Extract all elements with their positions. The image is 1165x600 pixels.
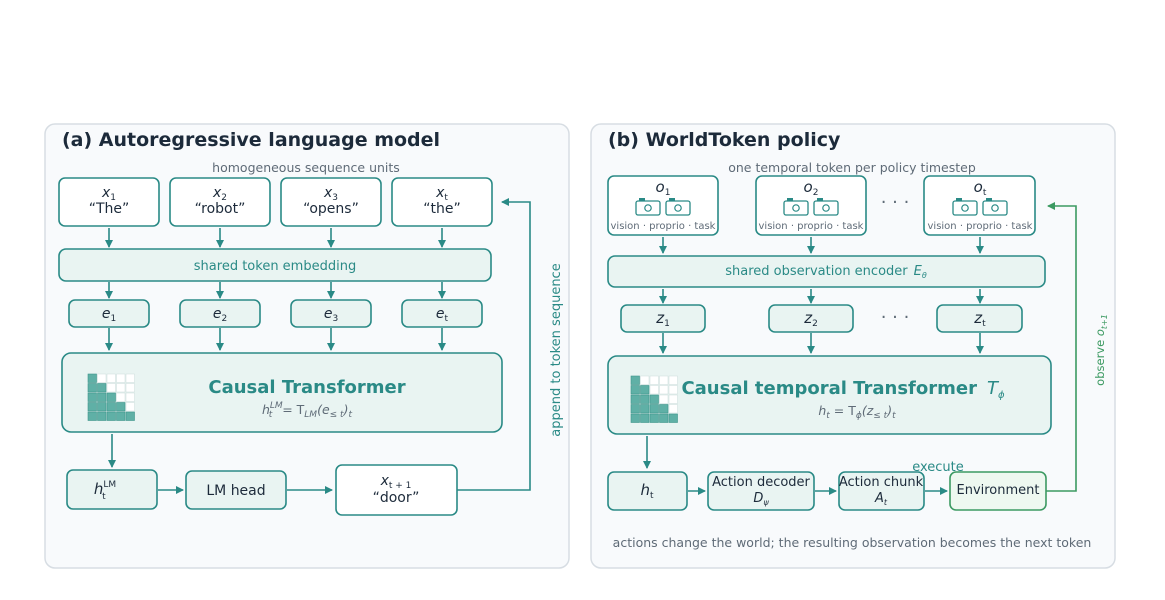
modalities-label: vision · proprio · task: [611, 221, 716, 232]
observation-box-t: ot vision · proprio · task: [923, 175, 1036, 236]
observe-loop-arrow: [1046, 202, 1077, 492]
observation-box-1: o1 vision · proprio · task: [607, 175, 719, 236]
causal-mask-icon: [630, 375, 678, 423]
environment-label: Environment: [956, 483, 1039, 498]
panel-b: (b) WorldToken policy one temporal token…: [590, 123, 1116, 569]
svg-text:z1: z1: [655, 309, 670, 329]
svg-text:xt: xt: [435, 185, 448, 203]
shared-encoder-box: [607, 255, 1046, 288]
camera-icon: [783, 198, 839, 216]
modalities-label: vision · proprio · task: [928, 221, 1033, 232]
embed-box-1: e1: [68, 299, 150, 328]
observe-loop-label: observe ot+1: [1093, 314, 1109, 386]
svg-text:o2: o2: [804, 178, 819, 198]
modalities-label: vision · proprio · task: [759, 221, 864, 232]
causal-transformer-box: [61, 352, 503, 433]
policy-hidden-box: ht: [607, 471, 688, 511]
temporal-transformer-box: [607, 355, 1052, 435]
token-box-t: xt “the”: [391, 177, 493, 227]
token-word-1: “The”: [89, 201, 130, 217]
panel-b-footer: actions change the world; the resulting …: [613, 535, 1092, 550]
svg-text:x3: x3: [323, 185, 338, 203]
embed-box-2: e2: [179, 299, 261, 328]
latent-box-2: z2: [768, 304, 854, 333]
next-token-box: xt + 1 “door”: [335, 464, 458, 516]
append-loop-label: append to token sequence: [549, 263, 564, 436]
token-word-2: “robot”: [195, 201, 246, 217]
svg-text:At: At: [874, 491, 888, 507]
camera-icon: [952, 198, 1008, 216]
action-decoder-box: Action decoder Dψ: [707, 471, 815, 511]
action-chunk-label: Action chunk: [839, 475, 924, 490]
ellipsis: · · ·: [881, 307, 910, 328]
svg-text:o1: o1: [656, 178, 671, 198]
panel-b-note: one temporal token per policy timestep: [728, 160, 976, 175]
camera-icon: [635, 198, 691, 216]
lm-head-box: LM head: [185, 470, 287, 510]
token-box-2: x2 “robot”: [169, 177, 271, 227]
latent-box-t: zt: [936, 304, 1023, 333]
causal-mask-icon: [87, 373, 135, 421]
causal-transformer-label: Causal Transformer: [208, 377, 405, 398]
svg-text:x2: x2: [212, 185, 227, 203]
svg-text:e1: e1: [102, 306, 116, 324]
svg-text:xt + 1: xt + 1: [380, 473, 412, 491]
append-loop-arrow: [457, 198, 531, 491]
svg-text:e2: e2: [213, 306, 227, 324]
shared-embedding-box: [58, 248, 492, 282]
svg-text:ht: ht: [640, 481, 654, 501]
svg-text:Dψ: Dψ: [753, 491, 769, 507]
execute-label: execute: [912, 460, 964, 475]
ellipsis: · · ·: [881, 192, 910, 213]
svg-text:x1: x1: [101, 185, 116, 203]
svg-text:z2: z2: [803, 309, 818, 329]
environment-box: Environment: [949, 471, 1047, 511]
token-box-1: x1 “The”: [58, 177, 160, 227]
shared-embedding-label: shared token embedding: [194, 259, 356, 274]
panel-a: (a) Autoregressive language model homoge…: [44, 123, 570, 569]
lm-head-label: LM head: [206, 483, 265, 499]
svg-text:zt: zt: [973, 309, 986, 329]
panel-a-note: homogeneous sequence units: [212, 160, 400, 175]
panel-b-title: (b) WorldToken policy: [608, 129, 841, 151]
token-box-3: x3 “opens”: [280, 177, 382, 227]
temporal-transformer-formula: ht = Tϕ(z≤ t)t: [818, 403, 896, 421]
action-chunk-box: Action chunk At: [838, 471, 925, 511]
observation-box-2: o2 vision · proprio · task: [755, 175, 867, 236]
svg-text:e3: e3: [324, 306, 338, 324]
panel-a-title: (a) Autoregressive language model: [62, 129, 440, 151]
next-token-word: “door”: [373, 490, 420, 506]
token-word-3: “opens”: [303, 201, 359, 217]
embed-box-t: et: [401, 299, 483, 328]
latent-box-1: z1: [620, 304, 706, 333]
embed-box-3: e3: [290, 299, 372, 328]
svg-text:et: et: [436, 306, 449, 324]
svg-text:ot: ot: [974, 178, 987, 198]
token-word-t: “the”: [423, 201, 460, 217]
panel-a-background: [44, 123, 570, 569]
action-decoder-label: Action decoder: [712, 475, 810, 490]
